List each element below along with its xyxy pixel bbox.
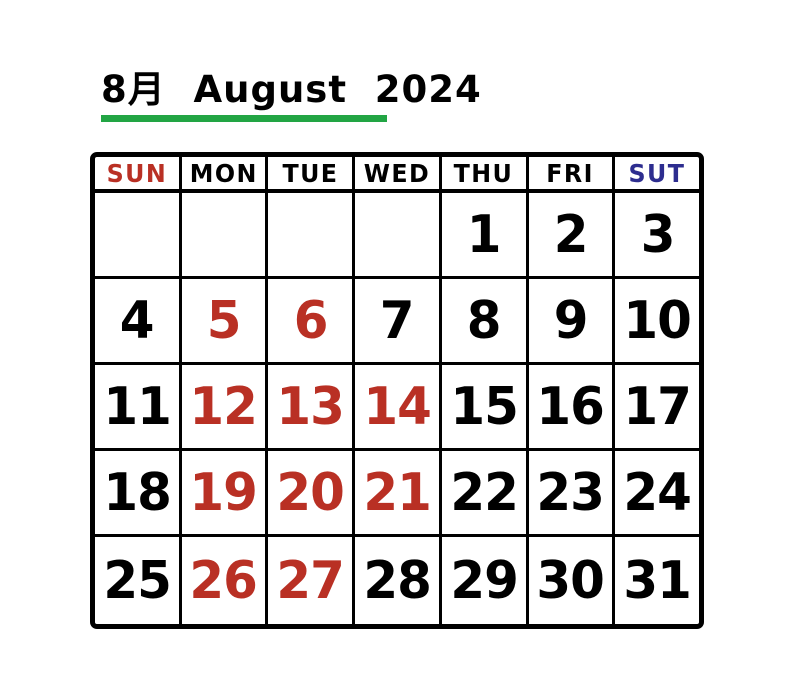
calendar-week-row: 18 19 20 21 22 23 24 bbox=[95, 451, 699, 537]
day-number: 25 bbox=[103, 550, 172, 611]
calendar-day-cell-30[interactable]: 30 bbox=[529, 537, 616, 624]
calendar-day-cell-22[interactable]: 22 bbox=[442, 451, 529, 534]
calendar-week-row: 25 26 27 28 29 30 31 bbox=[95, 537, 699, 624]
day-number: 30 bbox=[536, 550, 606, 611]
day-number: 4 bbox=[119, 290, 155, 351]
day-number: 21 bbox=[363, 462, 432, 523]
day-number: 29 bbox=[449, 550, 519, 611]
calendar-day-cell-27[interactable]: 27 bbox=[268, 537, 356, 624]
calendar-day-cell-10[interactable]: 10 bbox=[615, 279, 699, 362]
weekday-label: THU bbox=[453, 158, 514, 188]
calendar-day-cell-4[interactable]: 4 bbox=[95, 279, 182, 362]
weekday-header-cell-sun: SUN bbox=[95, 157, 182, 189]
weekday-header-cell-thu: THU bbox=[442, 157, 529, 189]
day-number: 7 bbox=[380, 290, 415, 351]
calendar-day-cell-12[interactable]: 12 bbox=[182, 365, 269, 448]
weekday-label: WED bbox=[363, 158, 431, 188]
day-number: 31 bbox=[623, 550, 692, 611]
day-number: 24 bbox=[623, 462, 692, 523]
calendar-day-cell-29[interactable]: 29 bbox=[442, 537, 529, 624]
calendar-day-cell-2[interactable]: 2 bbox=[529, 193, 616, 276]
day-number: 9 bbox=[553, 290, 589, 351]
day-number: 28 bbox=[363, 550, 432, 611]
day-number: 1 bbox=[466, 204, 502, 265]
day-number: 20 bbox=[276, 462, 346, 523]
calendar-day-cell-7[interactable]: 7 bbox=[355, 279, 442, 362]
calendar-day-cell-15[interactable]: 15 bbox=[442, 365, 529, 448]
calendar-day-cell-16[interactable]: 16 bbox=[529, 365, 616, 448]
weekday-label: MON bbox=[189, 158, 258, 188]
calendar-day-cell-8[interactable]: 8 bbox=[442, 279, 529, 362]
day-number: 12 bbox=[189, 376, 259, 437]
day-number: 17 bbox=[623, 376, 692, 437]
day-number: 27 bbox=[276, 550, 346, 611]
calendar-day-cell-24[interactable]: 24 bbox=[615, 451, 699, 534]
day-number: 15 bbox=[449, 376, 519, 437]
title-underline-rule bbox=[101, 115, 387, 122]
calendar-day-cell-empty bbox=[355, 193, 442, 276]
day-number: 18 bbox=[103, 462, 172, 523]
calendar-day-cell-20[interactable]: 20 bbox=[268, 451, 356, 534]
calendar-day-cell-18[interactable]: 18 bbox=[95, 451, 182, 534]
calendar-day-cell-13[interactable]: 13 bbox=[268, 365, 356, 448]
calendar-day-cell-14[interactable]: 14 bbox=[355, 365, 442, 448]
calendar-day-cell-1[interactable]: 1 bbox=[442, 193, 529, 276]
weekday-header-cell-wed: WED bbox=[355, 157, 442, 189]
weekday-label: SUN bbox=[106, 158, 168, 188]
weekday-header-row: SUN MON TUE WED THU FRI SUT bbox=[95, 157, 699, 193]
calendar-title-block: 8月 August 2024 bbox=[101, 68, 701, 122]
calendar-day-cell-19[interactable]: 19 bbox=[182, 451, 269, 534]
day-number: 2 bbox=[553, 204, 589, 265]
calendar-day-cell-empty bbox=[182, 193, 269, 276]
calendar-day-cell-empty bbox=[95, 193, 182, 276]
weekday-header-cell-mon: MON bbox=[182, 157, 269, 189]
calendar-day-cell-31[interactable]: 31 bbox=[615, 537, 699, 624]
calendar-day-cell-5[interactable]: 5 bbox=[182, 279, 269, 362]
calendar-day-cell-17[interactable]: 17 bbox=[615, 365, 699, 448]
calendar-day-cell-3[interactable]: 3 bbox=[615, 193, 699, 276]
day-number: 26 bbox=[189, 550, 259, 611]
day-number: 5 bbox=[206, 290, 242, 351]
day-number: 10 bbox=[623, 290, 692, 351]
calendar-day-cell-25[interactable]: 25 bbox=[95, 537, 182, 624]
weekday-header-cell-fri: FRI bbox=[529, 157, 616, 189]
calendar-day-cell-6[interactable]: 6 bbox=[268, 279, 356, 362]
day-number: 22 bbox=[449, 462, 519, 523]
day-number: 6 bbox=[293, 290, 328, 351]
calendar-week-row: 11 12 13 14 15 16 17 bbox=[95, 365, 699, 451]
weekday-header-cell-sut: SUT bbox=[615, 157, 699, 189]
calendar-day-cell-21[interactable]: 21 bbox=[355, 451, 442, 534]
weekday-label: SUT bbox=[628, 158, 686, 188]
day-number: 16 bbox=[536, 376, 606, 437]
weekday-label: FRI bbox=[546, 158, 595, 188]
day-number: 11 bbox=[103, 376, 172, 437]
day-number: 8 bbox=[466, 290, 502, 351]
calendar-day-cell-26[interactable]: 26 bbox=[182, 537, 269, 624]
day-number: 3 bbox=[640, 204, 675, 265]
calendar-day-cell-empty bbox=[268, 193, 356, 276]
page-title: 8月 August 2024 bbox=[101, 68, 482, 111]
day-number: 13 bbox=[276, 376, 346, 437]
calendar-day-cell-28[interactable]: 28 bbox=[355, 537, 442, 624]
weekday-header-cell-tue: TUE bbox=[268, 157, 356, 189]
weekday-label: TUE bbox=[282, 158, 339, 188]
calendar-day-cell-11[interactable]: 11 bbox=[95, 365, 182, 448]
day-number: 23 bbox=[536, 462, 606, 523]
day-number: 19 bbox=[189, 462, 259, 523]
calendar-day-cell-9[interactable]: 9 bbox=[529, 279, 616, 362]
day-number: 14 bbox=[363, 376, 432, 437]
calendar-day-cell-23[interactable]: 23 bbox=[529, 451, 616, 534]
